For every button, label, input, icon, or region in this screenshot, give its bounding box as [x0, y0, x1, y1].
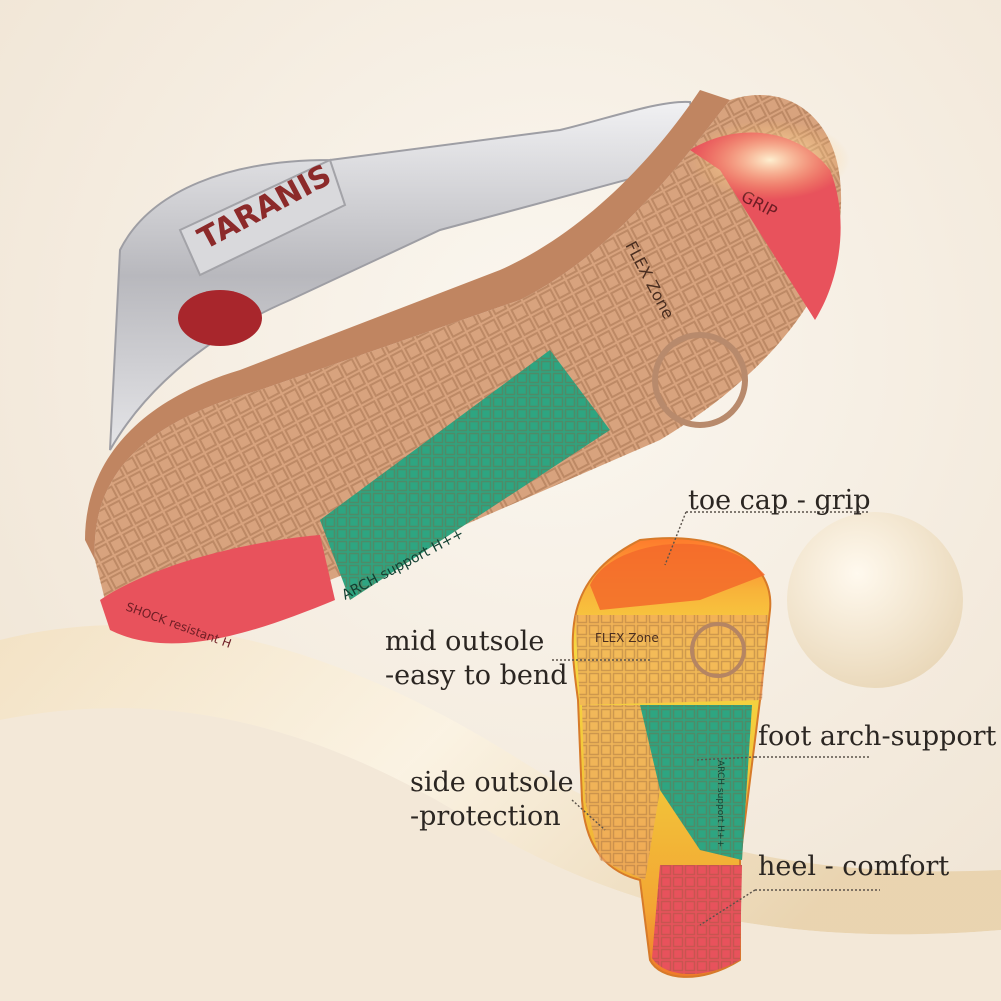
mid-outsole-label: mid outsole -easy to bend — [385, 625, 568, 693]
heatmap-side-grid — [582, 705, 660, 880]
sole-heatmap: FLEX Zone ARCH support H++ — [571, 537, 772, 978]
arch-grid-texture — [320, 350, 610, 600]
heatmap-mid-grid — [575, 615, 768, 705]
light-flare — [690, 120, 850, 200]
side-outsole-label-line1: side outsole — [410, 767, 574, 798]
heel-leader — [699, 889, 880, 926]
side-outsole-label: side outsole -protection — [410, 766, 574, 834]
foot-arch-label: foot arch-support — [758, 721, 997, 752]
cream-ribbon — [0, 625, 1001, 935]
lips-emblem — [178, 290, 262, 346]
arch-leader — [694, 756, 870, 761]
heel-shock-zone — [100, 535, 335, 644]
toe-cap-label: toe cap - grip — [688, 485, 871, 516]
heatmap-heel-grid — [652, 865, 742, 975]
sandal-strap — [178, 158, 347, 277]
heel-label: heel - comfort — [758, 851, 950, 882]
side-outsole-leader — [571, 799, 606, 831]
heatmap-logo-emblem — [690, 622, 746, 678]
side-outsole-label-line2: -protection — [410, 801, 561, 832]
cream-ribbon-shadow — [0, 708, 1001, 1001]
mid-outsole-label-line1: mid outsole — [385, 626, 545, 657]
toe-cap-leader — [664, 511, 870, 566]
heatmap-flex-text: FLEX Zone — [595, 631, 659, 645]
heatmap-arch-text: ARCH support H++ — [715, 760, 725, 847]
heatmap-toe-cap — [590, 543, 765, 610]
callout-lines — [552, 511, 880, 926]
outsole-grid-texture — [94, 95, 842, 637]
decorative-orb — [787, 512, 963, 688]
sandal-side-view: TARANIS GRIP ARCH support H++ SHOCK resi… — [85, 90, 850, 651]
sandal-upper — [109, 100, 702, 451]
mid-outsole-label-line2: -easy to bend — [385, 660, 568, 691]
outsole-rim — [85, 90, 730, 560]
heatmap-arch-grid — [640, 705, 752, 860]
sole-logo-emblem — [652, 332, 748, 428]
